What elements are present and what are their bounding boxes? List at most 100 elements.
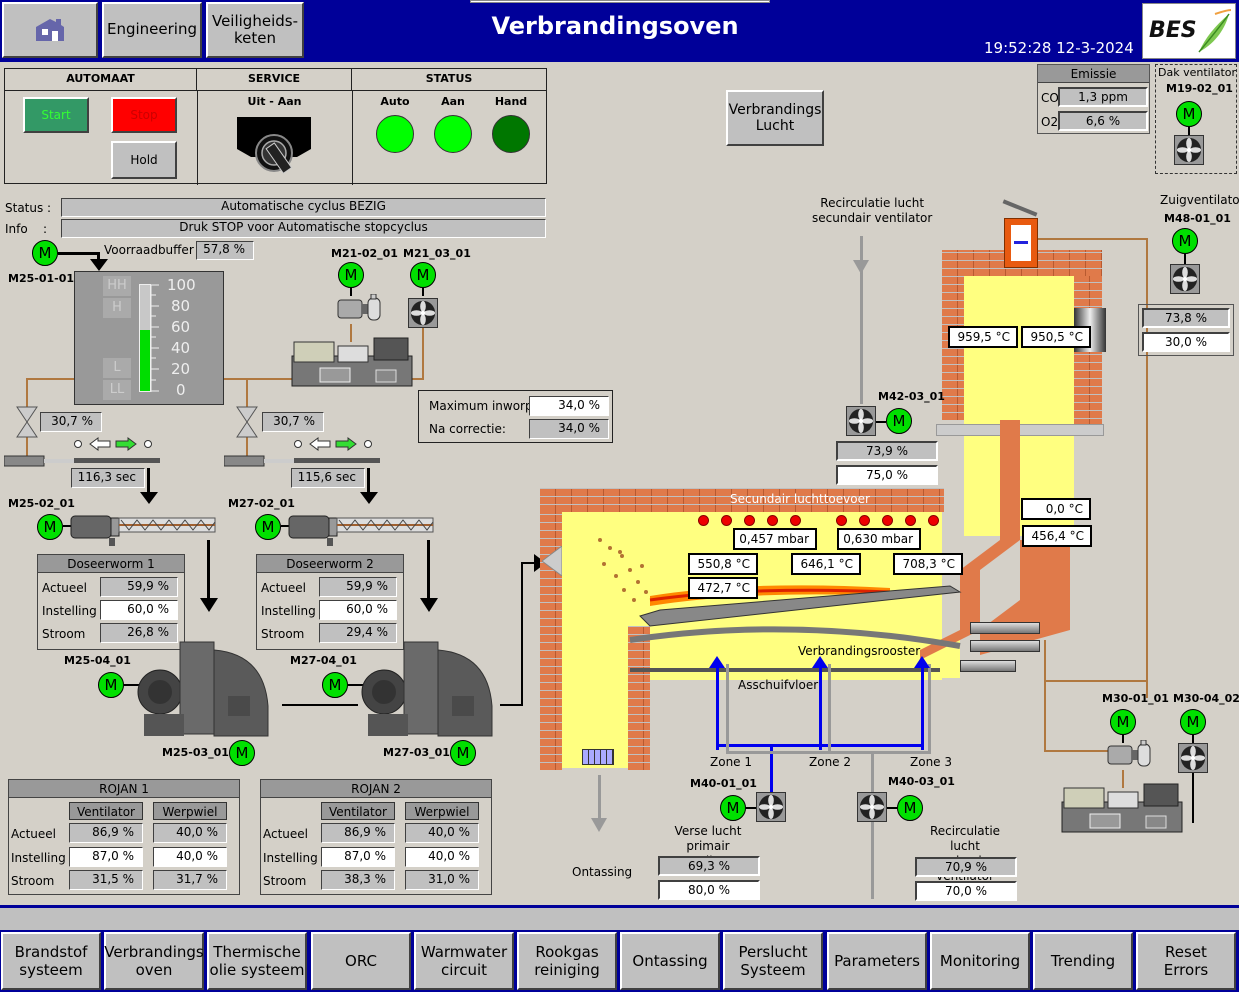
engineering-button[interactable]: Engineering bbox=[102, 2, 202, 58]
level-hh: HH bbox=[103, 276, 131, 296]
rojan-fan-motor-icon[interactable]: M bbox=[98, 672, 124, 698]
scale-0: 0 bbox=[176, 381, 186, 399]
ventilator-instelling-input[interactable]: 87,0 % bbox=[321, 847, 395, 867]
primair-vers-motor-icon[interactable]: M bbox=[720, 795, 746, 821]
temp-outlet-1: 0,0 °C bbox=[1021, 498, 1091, 520]
level-ll: LL bbox=[103, 380, 131, 400]
pusher-cylinder-graphic bbox=[224, 437, 380, 467]
nav-button[interactable]: Reset Errors bbox=[1136, 932, 1236, 990]
doseerworm-2-panel: Doseerworm 2 Actueel 59,9 % Instelling 6… bbox=[256, 554, 404, 650]
rojan-wheel-motor-icon[interactable]: M bbox=[229, 740, 255, 766]
hold-button[interactable]: Hold bbox=[111, 141, 177, 179]
co-value: 1,3 ppm bbox=[1058, 87, 1148, 107]
rojan-title: ROJAN 1 bbox=[9, 780, 239, 798]
cooler-motor-icon[interactable]: M bbox=[410, 262, 436, 288]
werpwiel-stroom: 31,7 % bbox=[153, 870, 227, 890]
cooler-fan-icon[interactable] bbox=[1178, 743, 1208, 773]
instelling-label: Instelling bbox=[261, 604, 316, 618]
motor-id-label: M40-03_01 bbox=[888, 775, 955, 788]
hydraulic-pipe bbox=[350, 324, 352, 342]
primair-recirc-motor-icon[interactable]: M bbox=[897, 795, 923, 821]
cooler-fan-icon[interactable] bbox=[408, 298, 438, 328]
secundair-fan-icon[interactable] bbox=[846, 406, 876, 436]
nav-button[interactable]: Trending bbox=[1033, 932, 1133, 990]
fan-icon[interactable] bbox=[1174, 135, 1204, 165]
start-button[interactable]: Start bbox=[23, 97, 89, 133]
max-inworp-input[interactable]: 34,0 % bbox=[529, 396, 609, 416]
instelling-label: Instelling bbox=[263, 851, 318, 865]
nav-button[interactable]: Rookgas reiniging bbox=[517, 932, 617, 990]
nav-button[interactable]: Parameters bbox=[827, 932, 927, 990]
primair-recirc-fan-icon[interactable] bbox=[857, 792, 887, 822]
hydraulic-pipe bbox=[246, 436, 248, 456]
motor-icon[interactable]: M bbox=[1176, 101, 1202, 127]
nav-button[interactable]: Ontassing bbox=[620, 932, 720, 990]
primair-recirc-setpoint-input[interactable]: 70,0 % bbox=[915, 881, 1017, 901]
valve-icon[interactable] bbox=[16, 406, 38, 438]
zuig-label: Zuigventilator bbox=[1160, 193, 1239, 207]
nav-button[interactable]: Monitoring bbox=[930, 932, 1030, 990]
nav-button[interactable]: Perslucht Systeem bbox=[723, 932, 823, 990]
recirc-air-duct bbox=[726, 751, 931, 754]
cooler-motor-icon[interactable]: M bbox=[1180, 709, 1206, 735]
damper[interactable] bbox=[1004, 218, 1038, 268]
motor-id-label: M21_03_01 bbox=[403, 247, 471, 260]
scale-20: 20 bbox=[171, 360, 191, 378]
screw-motor-icon[interactable]: M bbox=[255, 514, 281, 540]
ventilator-actueel: 86,9 % bbox=[321, 823, 395, 843]
rojan-wheel-motor-icon[interactable]: M bbox=[450, 740, 476, 766]
stop-button[interactable]: Stop bbox=[111, 97, 177, 133]
nav-button[interactable]: Verbrandings oven bbox=[104, 932, 204, 990]
service-key-switch[interactable] bbox=[237, 117, 311, 177]
buffer-motor-icon[interactable]: M bbox=[32, 240, 58, 266]
hydraulic-ram bbox=[970, 640, 1040, 652]
control-panel: AUTOMAAT SERVICE STATUS Start Stop Hold … bbox=[4, 68, 547, 185]
pump-motor-icon[interactable]: M bbox=[1110, 709, 1136, 735]
nav-button[interactable]: Warmwater circuit bbox=[414, 932, 514, 990]
pump-motor-icon[interactable]: M bbox=[338, 262, 364, 288]
primair-recirc-actual: 70,9 % bbox=[915, 857, 1017, 877]
nav-button[interactable]: Brandstof systeem bbox=[1, 932, 101, 990]
screw-motor-icon[interactable]: M bbox=[37, 514, 63, 540]
buffer-value: 57,8 % bbox=[196, 241, 254, 260]
hydraulic-unit-graphic bbox=[291, 337, 413, 387]
nav-button[interactable]: Thermische olie systeem bbox=[207, 932, 307, 990]
secundair-motor-icon[interactable]: M bbox=[886, 408, 912, 434]
nav-strip bbox=[0, 908, 1239, 930]
werpwiel-instelling-input[interactable]: 40,0 % bbox=[153, 847, 227, 867]
motor-id-label: M25-03_01 bbox=[162, 746, 229, 759]
ventilator-actueel: 86,9 % bbox=[69, 823, 143, 843]
ash-grate-icon bbox=[582, 749, 614, 765]
werpwiel-actueel: 40,0 % bbox=[405, 823, 479, 843]
hydraulic-pipe bbox=[224, 378, 292, 380]
rojan-fan-motor-icon[interactable]: M bbox=[322, 672, 348, 698]
zuig-motor-icon[interactable]: M bbox=[1172, 228, 1198, 254]
nozzle-icon bbox=[882, 515, 893, 526]
col-header-werpwiel: Werpwiel bbox=[153, 802, 227, 820]
werpwiel-instelling-input[interactable]: 40,0 % bbox=[405, 847, 479, 867]
home-button[interactable] bbox=[2, 2, 98, 58]
secundair-setpoint-input[interactable]: 75,0 % bbox=[836, 465, 938, 485]
primair-vers-setpoint-input[interactable]: 80,0 % bbox=[658, 880, 760, 900]
zuig-fan-icon[interactable] bbox=[1170, 264, 1200, 294]
safety-chain-button[interactable]: Veiligheids- keten bbox=[206, 2, 304, 58]
actueel-label: Actueel bbox=[263, 827, 309, 841]
motor-id-label: M42-03_01 bbox=[878, 390, 945, 403]
arrow-down-icon bbox=[360, 492, 378, 504]
instelling-input[interactable]: 60,0 % bbox=[319, 600, 397, 620]
home-icon bbox=[36, 19, 64, 41]
hydraulic-pipe bbox=[246, 378, 248, 408]
primair-vers-fan-icon[interactable] bbox=[756, 792, 786, 822]
ventilator-stroom: 31,5 % bbox=[69, 870, 143, 890]
buffer-tank: HH H L LL 100 80 60 40 20 0 bbox=[74, 271, 224, 405]
verbrandings-lucht-button[interactable]: Verbrandings Lucht bbox=[726, 90, 824, 146]
zuig-setpoint-input[interactable]: 30,0 % bbox=[1142, 332, 1230, 352]
feed-line bbox=[500, 704, 522, 706]
valve-icon[interactable] bbox=[236, 406, 258, 438]
nav-button[interactable]: ORC bbox=[311, 932, 411, 990]
instelling-input[interactable]: 60,0 % bbox=[100, 600, 178, 620]
instelling-label: Instelling bbox=[11, 851, 66, 865]
rojan-title: ROJAN 2 bbox=[261, 780, 491, 798]
feed-inlet-icon bbox=[542, 546, 562, 576]
ventilator-instelling-input[interactable]: 87,0 % bbox=[69, 847, 143, 867]
